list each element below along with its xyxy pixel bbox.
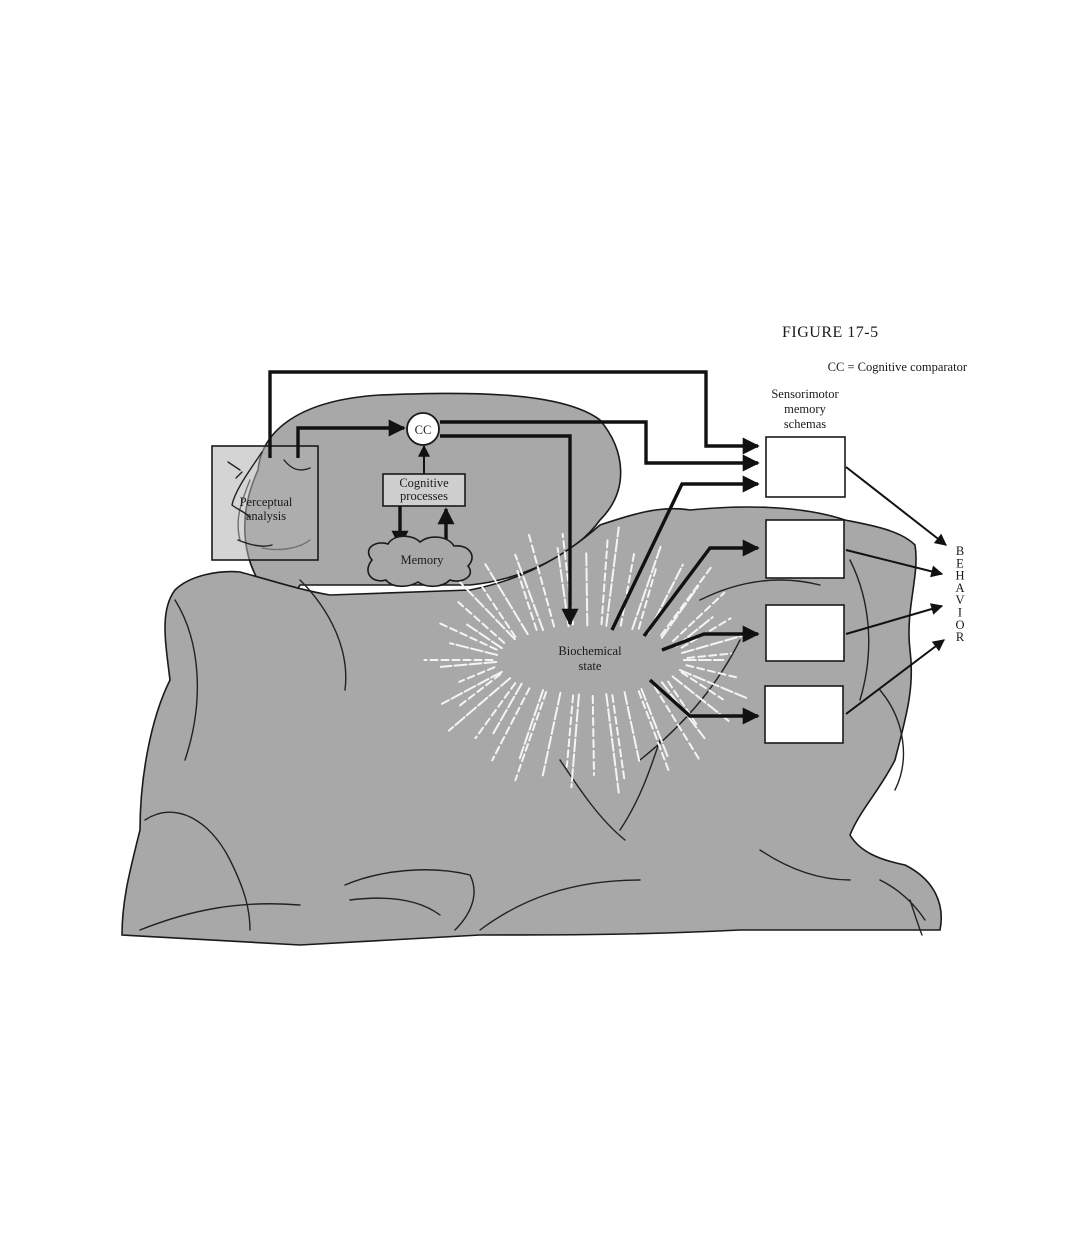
biochemical-ray — [667, 680, 698, 726]
biochemical-state-node: Biochemical state — [423, 526, 754, 794]
flow-perceptual-to-schema-top — [268, 370, 760, 458]
biochemical-ray — [491, 682, 523, 736]
biochemical-rays — [423, 526, 754, 794]
flow-biochemical-to-schema-3 — [661, 625, 760, 652]
cc-label: CC — [415, 423, 432, 437]
flow-biochemical-to-schema-4 — [648, 678, 760, 725]
figure-title: FIGURE 17-5 — [782, 324, 879, 341]
sensorimotor-schemas-group: Sensorimotor memory schemas — [764, 387, 846, 744]
sensorimotor-label-line3: schemas — [784, 417, 826, 431]
biochemical-ray — [570, 693, 580, 789]
biochemical-ray — [585, 550, 589, 627]
cognitive-comparator-node: CC — [406, 412, 440, 446]
perceptual-analysis-label-line2: analysis — [246, 509, 286, 523]
biochemical-ray — [518, 689, 545, 761]
biochemical-ray — [680, 631, 754, 655]
behavior-letter: E — [956, 556, 964, 570]
biochemical-ray — [565, 694, 575, 768]
flow-biochemical-to-schema-1 — [610, 475, 760, 631]
schema-box-1 — [765, 436, 846, 498]
cognitive-processes-node: Cognitive processes — [382, 473, 466, 507]
biochemical-ray — [619, 549, 636, 627]
biochemical-ray — [515, 568, 538, 631]
flow-perceptual-to-cc — [296, 419, 406, 458]
cognitive-processes-label-line1: Cognitive — [399, 476, 449, 490]
biochemical-state-label-line1: Biochemical — [558, 644, 622, 658]
biochemical-ray — [672, 591, 726, 643]
flow-cc-to-schema-1 — [440, 420, 760, 472]
biochemical-ray — [685, 664, 739, 679]
behavior-letter: I — [958, 606, 962, 620]
sensorimotor-label-line2: memory — [784, 402, 826, 416]
memory-label: Memory — [400, 553, 444, 567]
biochemical-ray — [480, 585, 517, 638]
biochemical-ray — [484, 563, 529, 636]
cognitive-processes-label-line2: processes — [400, 489, 448, 503]
flow-schema-3-to-behavior — [845, 603, 944, 635]
biochemical-ray — [611, 694, 626, 780]
biochemical-ray — [671, 675, 730, 722]
flow-biochemical-to-schema-2 — [642, 539, 760, 638]
biochemical-ray — [660, 585, 700, 639]
biochemical-ray — [653, 685, 701, 762]
behavior-letter: H — [955, 569, 964, 583]
biochemical-ray — [514, 691, 548, 782]
biochemical-ray — [556, 547, 570, 628]
biochemical-ray — [527, 533, 556, 628]
figure-legend: CC = Cognitive comparator — [828, 360, 968, 374]
behavior-letter: B — [956, 544, 964, 558]
flow-cc-to-biochemical — [440, 434, 579, 626]
behavior-letter: A — [955, 581, 964, 595]
biochemical-ray — [640, 688, 669, 758]
schema-box-4 — [764, 685, 844, 744]
biochemical-state-label-line2: state — [579, 659, 602, 673]
biochemical-ray — [686, 652, 733, 659]
sensorimotor-label-line1: Sensorimotor — [771, 387, 839, 401]
biochemical-ray — [623, 691, 641, 762]
biochemical-ray — [631, 544, 662, 631]
biochemical-ray — [456, 578, 516, 641]
biochemical-ray — [600, 538, 609, 626]
biochemical-ray — [637, 565, 658, 630]
schema-box-2 — [765, 519, 845, 579]
biochemical-ray — [449, 642, 499, 656]
biochemical-ray — [541, 691, 562, 777]
behavior-letter: O — [955, 618, 964, 632]
biochemical-ray — [457, 601, 506, 644]
flow-schema-1-to-behavior — [845, 466, 947, 546]
biochemical-ray — [680, 671, 724, 701]
biochemical-ray — [447, 677, 512, 732]
biochemical-ray — [637, 690, 670, 772]
memory-node: Memory — [367, 535, 473, 588]
flow-schema-4-to-behavior — [845, 639, 945, 715]
biochemical-ray — [458, 666, 496, 683]
biochemical-ray — [438, 622, 498, 651]
biochemical-ray — [440, 670, 503, 705]
biochemical-ray — [514, 553, 545, 631]
biochemical-ray — [474, 682, 517, 740]
behavior-letter: V — [955, 593, 964, 607]
biochemical-ray — [605, 693, 620, 794]
perceptual-analysis-label-line1: Perceptual — [240, 495, 293, 509]
biochemical-ray — [439, 660, 498, 668]
biochemical-ray — [660, 566, 712, 637]
flow-schema-2-to-behavior — [845, 549, 944, 578]
biochemical-ray — [605, 526, 620, 627]
biochemical-ray — [459, 673, 502, 707]
biochemical-ray — [591, 695, 595, 776]
schema-box-3 — [765, 604, 845, 662]
behavior-letter: R — [956, 630, 965, 644]
biochemical-ray — [491, 687, 531, 762]
perceptual-analysis-node: Perceptual analysis — [211, 445, 319, 561]
biochemical-ray — [463, 621, 503, 650]
biochemical-ray — [678, 669, 750, 700]
